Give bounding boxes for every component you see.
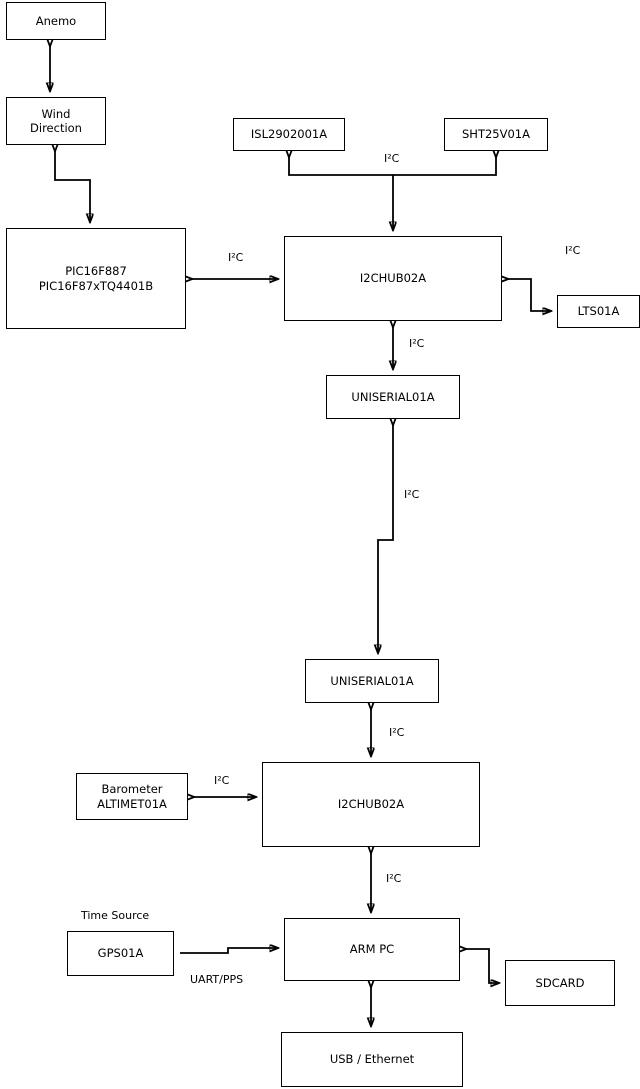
edge-label-time-source: Time Source: [81, 909, 150, 922]
edge-label-i2c-hub-armpc: I²C: [386, 872, 402, 885]
node-uniserial01a-top[interactable]: UNISERIAL01A: [326, 375, 460, 419]
node-i2chub02a-bottom[interactable]: I2CHUB02A: [262, 762, 480, 847]
node-usb-ethernet[interactable]: USB / Ethernet: [281, 1032, 463, 1087]
node-uniserial01a-bottom[interactable]: UNISERIAL01A: [305, 659, 439, 703]
node-arm-pc[interactable]: ARM PC: [284, 918, 460, 981]
node-pic-mcu[interactable]: PIC16F887 PIC16F87xTQ4401B: [6, 228, 186, 329]
node-lts01a[interactable]: LTS01A: [557, 295, 640, 328]
edge-label-i2c-top-bus: I²C: [384, 152, 400, 165]
edge-label-i2c-long-link: I²C: [404, 488, 420, 501]
node-i2chub02a-top[interactable]: I2CHUB02A: [284, 236, 502, 321]
node-sht25v01a[interactable]: SHT25V01A: [444, 118, 548, 151]
node-wind-direction[interactable]: Wind Direction: [6, 97, 106, 145]
edge-label-i2c-barometer: I²C: [214, 774, 230, 787]
node-gps01a[interactable]: GPS01A: [67, 931, 174, 976]
node-barometer-altimet01a[interactable]: Barometer ALTIMET01A: [76, 773, 188, 820]
edge-label-i2c-uniserial-hub: I²C: [389, 726, 405, 739]
node-anemo[interactable]: Anemo: [6, 2, 106, 40]
edge-label-i2c-pic: I²C: [228, 251, 244, 264]
node-sdcard[interactable]: SDCARD: [505, 960, 615, 1006]
edge-label-i2c-hub-uniserial: I²C: [409, 337, 425, 350]
edge-label-uart-pps: UART/PPS: [190, 973, 244, 986]
node-isl2902001a[interactable]: ISL2902001A: [233, 118, 345, 151]
edge-label-i2c-lts: I²C: [565, 244, 581, 257]
